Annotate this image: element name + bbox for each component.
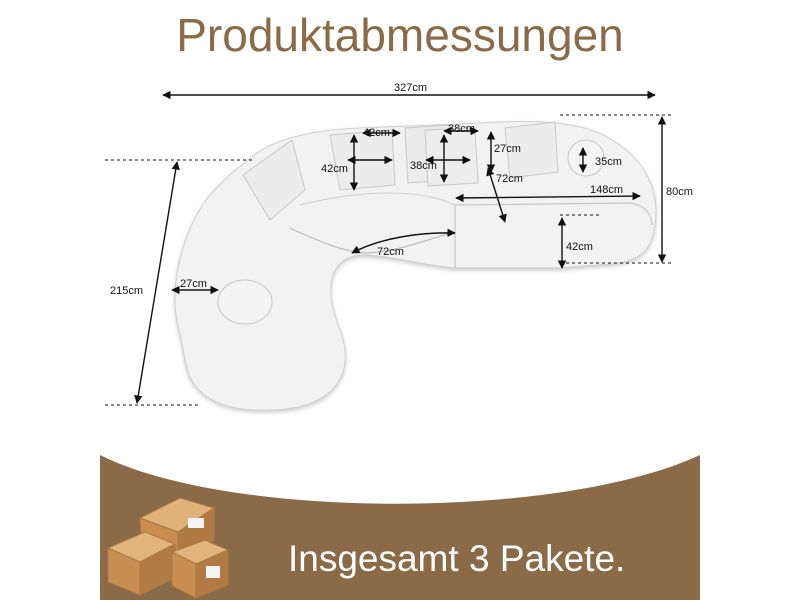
dim-pillow2-height: 38cm — [410, 160, 437, 172]
pillow-4 — [424, 127, 479, 187]
dim-total-width: 327cm — [394, 82, 428, 94]
dim-seat-depth-right: 72cm — [496, 173, 523, 185]
dim-seat-height: 42cm — [566, 241, 593, 253]
footer-band — [100, 455, 700, 600]
dim-pillow1-height: 42cm — [321, 163, 348, 175]
dashed-guides — [105, 114, 672, 406]
dim-pillow2-width: 38cm — [448, 123, 475, 135]
cardboard-boxes-icon — [106, 497, 230, 599]
dim-total-height: 80cm — [666, 186, 693, 198]
dim-left-armrest: 27cm — [180, 278, 207, 290]
dim-bolster-diameter: 35cm — [595, 156, 622, 168]
bolster-left — [217, 279, 273, 325]
dim-backrest-thickness: 27cm — [494, 143, 521, 155]
sofa-seat-line-right — [454, 202, 653, 226]
dim-pillow1-width: 42cm — [363, 127, 390, 139]
dim-seat-depth-mid: 72cm — [377, 246, 404, 258]
pillow-1 — [242, 139, 306, 221]
dimension-arrows — [134, 90, 667, 404]
dim-left-depth: 215cm — [110, 285, 144, 297]
dim-seat-length-right: 148cm — [590, 184, 624, 196]
pillow-5 — [504, 121, 559, 179]
footer-text: Insgesamt 3 Pakete. — [288, 538, 626, 579]
page-title: Produktabmessungen — [176, 9, 624, 61]
